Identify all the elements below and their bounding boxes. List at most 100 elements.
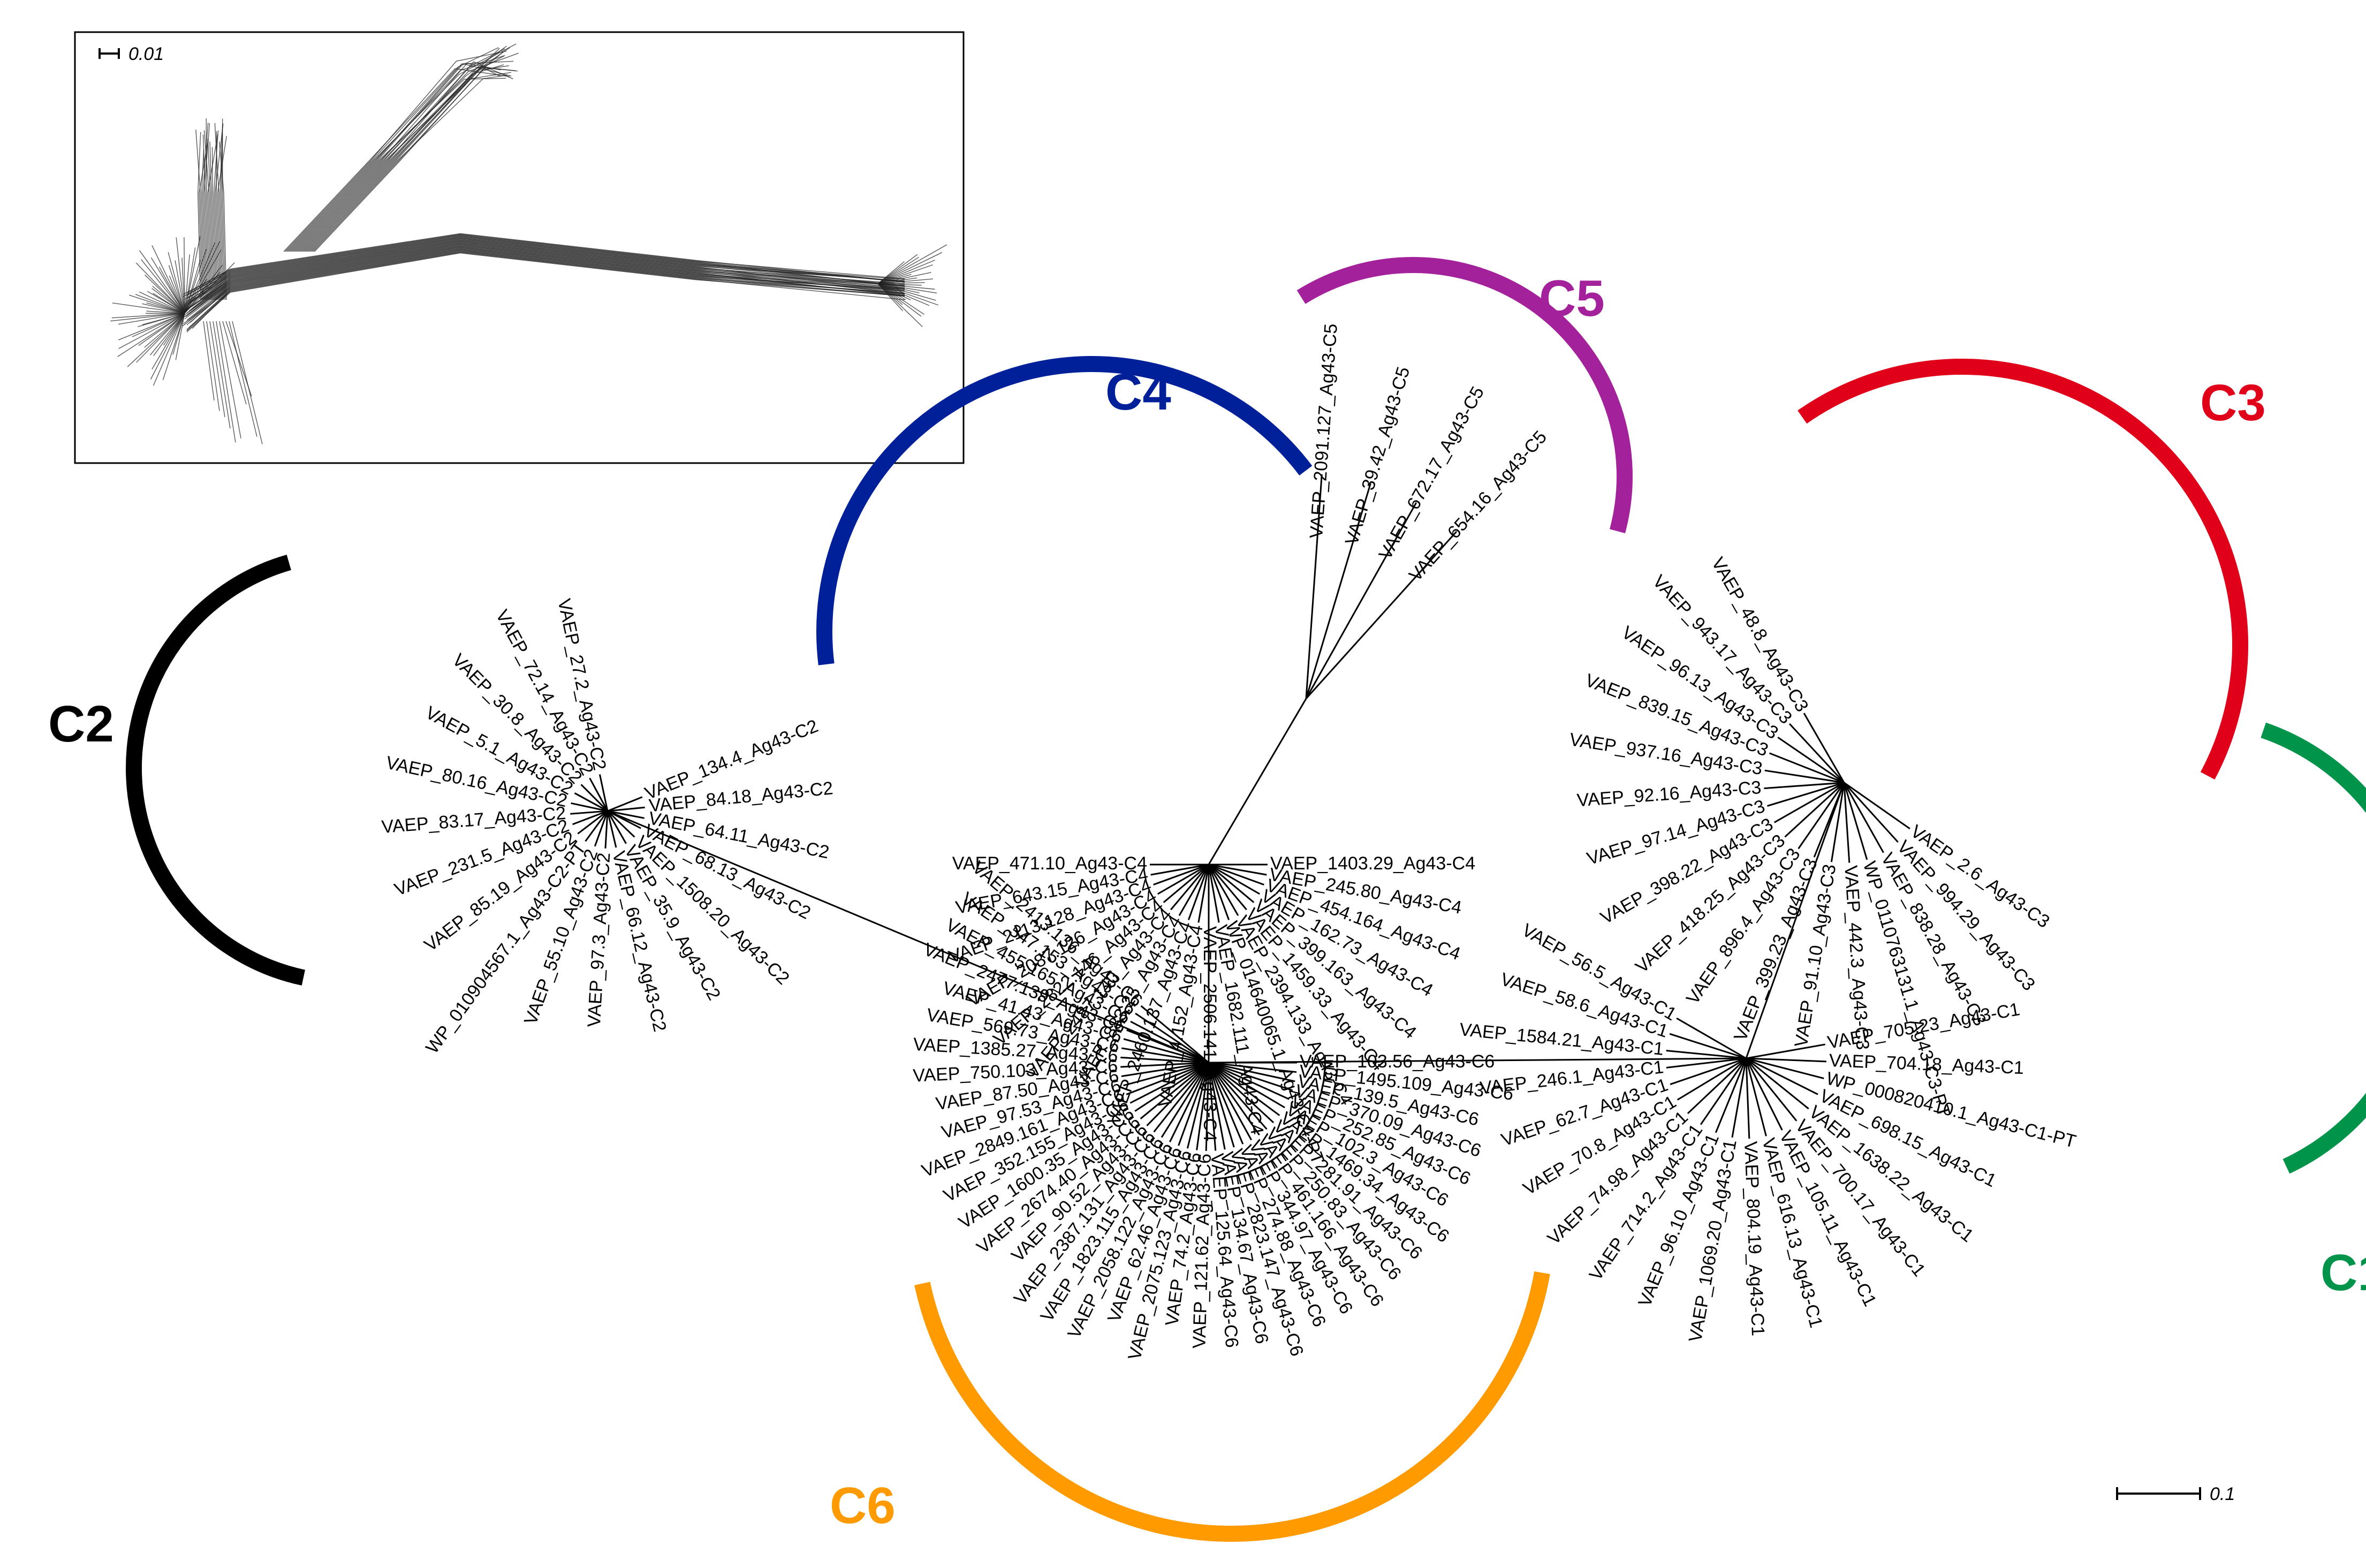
network-edge [184,237,185,314]
leaf-branch [1305,483,1371,699]
leaf-branch [1153,1062,1210,1133]
inset-network-panel: 0.01 [74,31,965,464]
network-edge [877,283,922,286]
network-edge [197,132,201,300]
leaf-branch [1186,1062,1210,1149]
leaf-branch [1163,863,1209,903]
network-edge [213,321,231,429]
leaf-branch [1843,782,1868,860]
leaf-branch [1121,1062,1209,1077]
leaf-branch [580,784,609,812]
network-edge [214,123,222,300]
network-edge [129,294,185,314]
network-edge [290,60,514,252]
network-edge [111,313,185,319]
network-edge [153,313,185,357]
leaf-branch [1764,769,1845,784]
leaf-branch [1140,1005,1209,1064]
leaf-branch [1208,863,1264,886]
leaf-branch [1208,1062,1244,1145]
network-edge [186,252,905,331]
branch-C1-C3 [1745,782,1845,1059]
leaf-branch [1784,782,1845,838]
leaf-branch [1769,752,1845,784]
leaf-branch [598,774,609,812]
leaf-branch [607,810,641,829]
network-edge [215,123,224,300]
leaf-branch [1208,863,1267,876]
leaf-branch [1746,1057,1824,1079]
network-edge [209,141,215,300]
network-edge [186,241,905,310]
leaf-branch [1208,1062,1293,1092]
network-edge [216,321,236,443]
leaf-branch [1830,782,1845,862]
leaf-branch [1208,1062,1297,1073]
leaf-branch [1843,782,1899,843]
leaf-branch [1676,1017,1747,1059]
network-edge [186,251,905,330]
network-edge [222,118,226,300]
network-edge [203,130,213,300]
leaf-branch [1126,1029,1209,1064]
leaf-branch [1746,1057,1809,1110]
leaf-branch [1208,1062,1253,1141]
leaf-branch [1140,1062,1209,1119]
network-edge [877,264,933,284]
leaf-branch [1130,1020,1209,1064]
network-edge [181,257,185,314]
leaf-branch [604,810,609,849]
network-edge [219,321,241,438]
leaf-branch [1150,863,1209,876]
inset-network-lines [110,43,947,444]
leaf-branch [1208,1062,1290,1100]
leaf-branch [589,777,609,812]
network-edge [184,278,207,314]
network-edge [206,321,220,411]
network-edge [152,285,185,314]
network-edge [877,278,934,284]
network-edge [308,48,500,252]
leaf-branch [1178,1062,1210,1146]
network-edge [207,134,218,300]
network-edge [207,139,214,300]
network-edge [232,321,263,444]
leaf-label: VAEP_103.56_Ag43-C6 [1300,1051,1495,1072]
leaf-branch [1764,782,1845,790]
clade-labels: C1C2C3C4C5C6 [48,270,2366,1534]
leaf-label: VAEP_2091.127_Ag43-C5 [1306,323,1341,539]
clade-arc-C6 [914,1271,1550,1542]
clade-arc-C1 [2261,722,2366,1174]
network-edge [118,313,185,325]
network-edge [877,283,930,306]
network-edge [877,244,947,284]
leaf-branch [572,810,608,825]
leaf-branch [607,810,645,819]
network-edge [110,313,185,322]
clade-arc-C3 [1798,359,2248,780]
network-edge [127,313,185,367]
leaf-branch [1169,1062,1210,1142]
network-edge [203,123,210,300]
inset-scale-bar: 0.01 [98,44,164,64]
branch-C4-C5 [1208,698,1307,865]
network-edge [168,265,185,314]
network-edge [189,250,905,328]
network-edge [175,313,185,360]
leaf-branch [1205,1062,1210,1151]
scale-bar-label: 0.1 [2210,1484,2235,1504]
network-edge [877,283,924,315]
leaf-branch [571,802,608,812]
network-edge [117,313,185,357]
network-edge [142,313,185,325]
network-edge [286,47,499,252]
network-edge [202,134,209,300]
leaf-branch [1153,863,1209,886]
leaf-branch [574,792,608,812]
leaf-branch [607,806,645,812]
network-edge [118,313,185,340]
network-edge [135,294,185,314]
scale-bar: 0.1 [2116,1484,2235,1504]
network-edge [877,272,931,284]
leaf-branch [1669,1033,1747,1059]
